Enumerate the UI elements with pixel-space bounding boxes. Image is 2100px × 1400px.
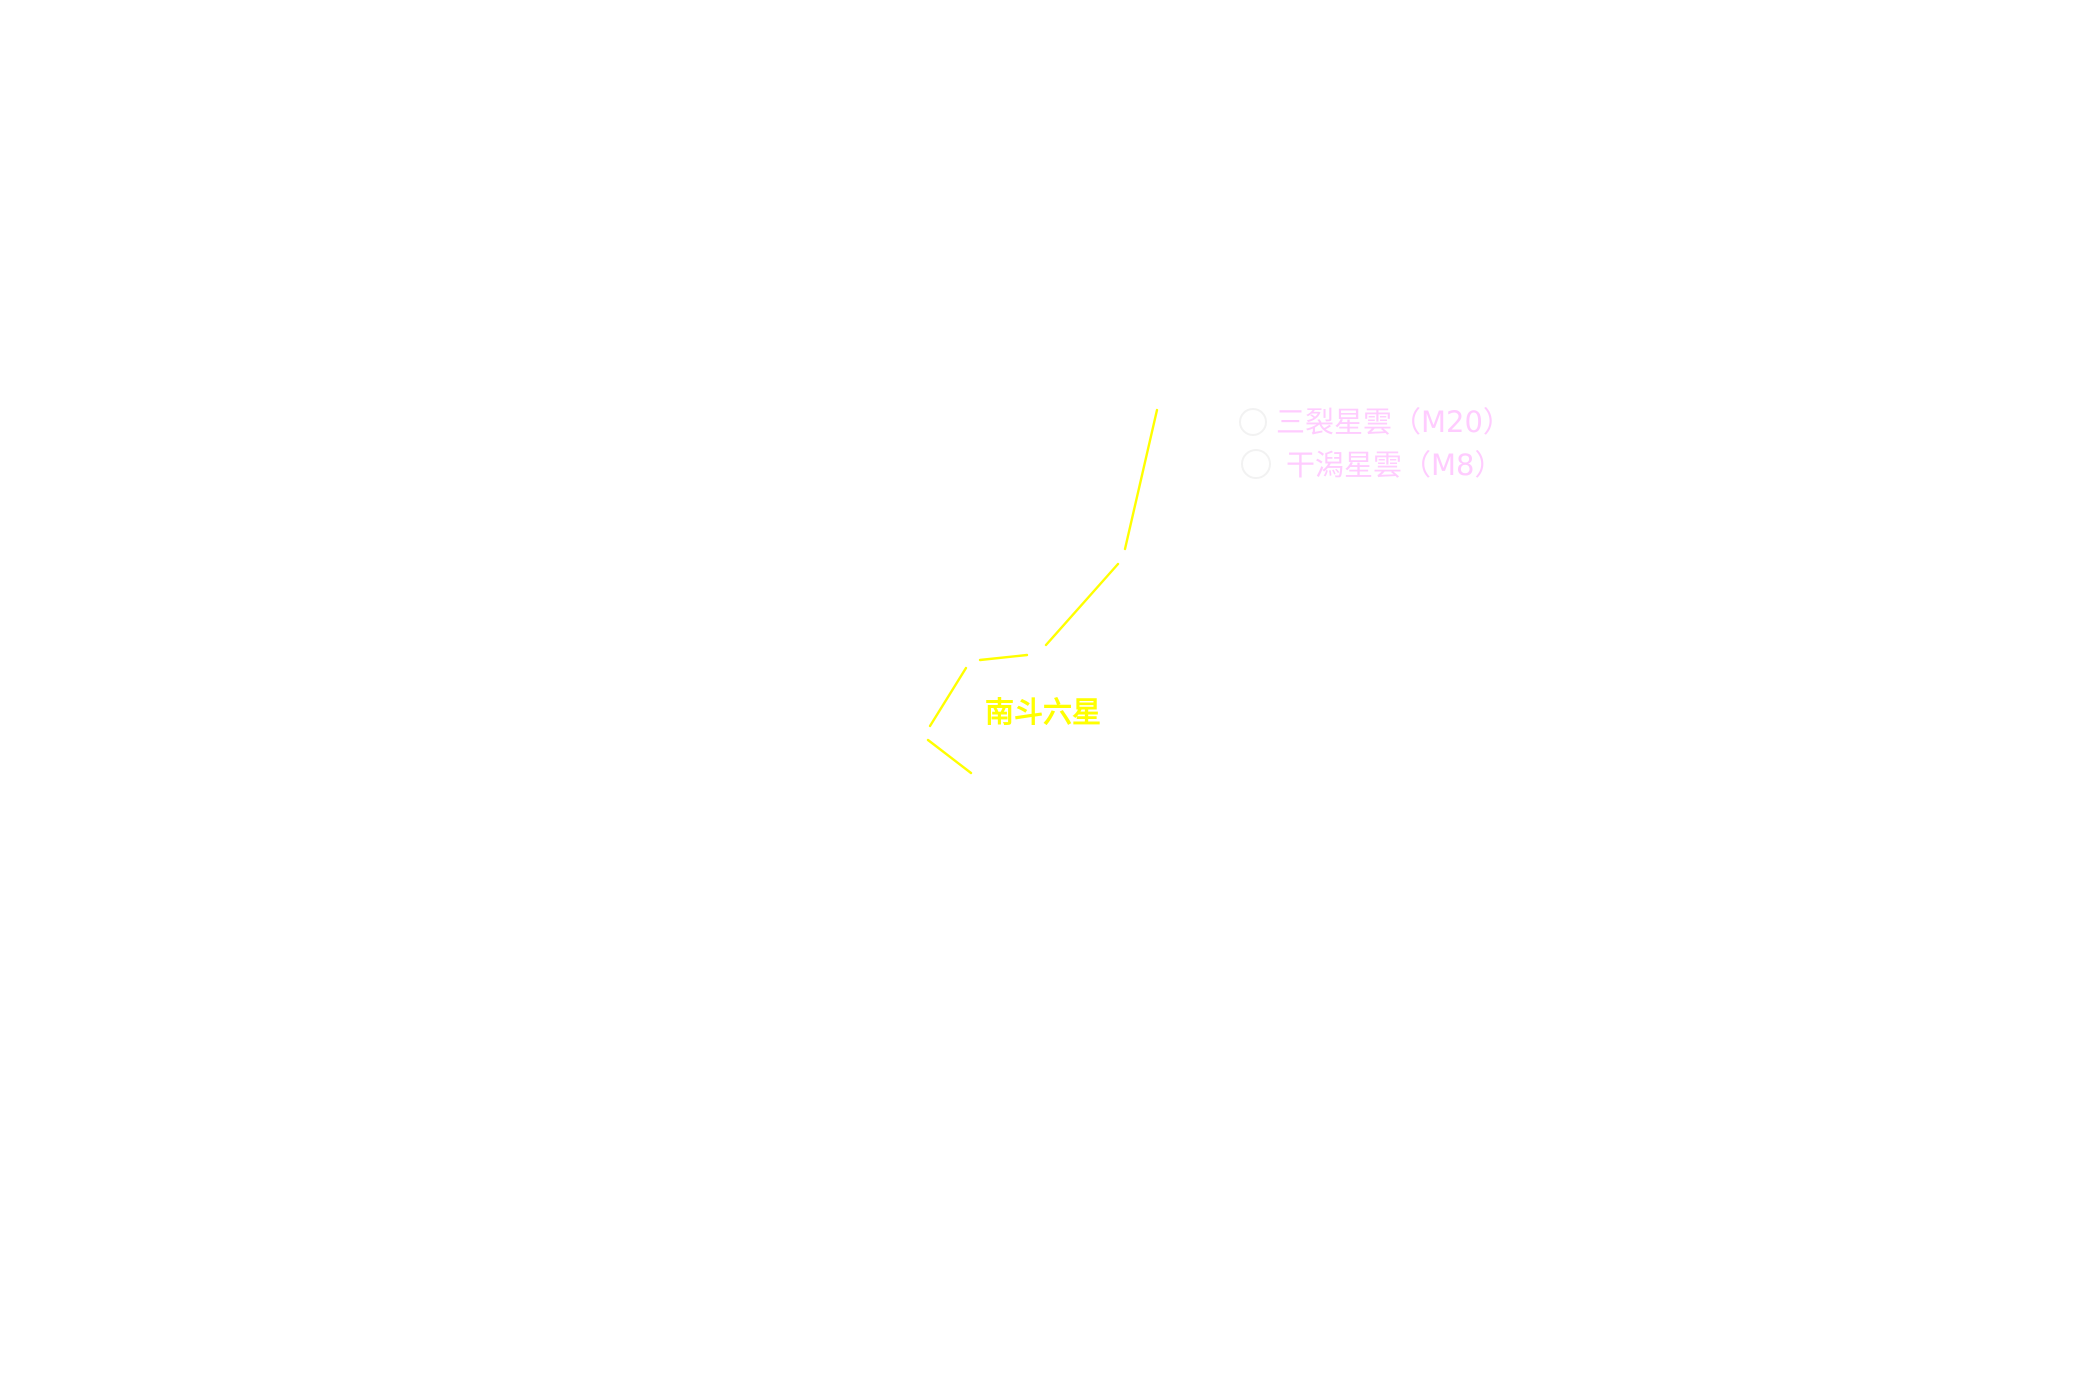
nebula-marker-icon xyxy=(1241,449,1271,479)
asterism-label: 南斗六星 xyxy=(985,695,1101,729)
asterism-segment xyxy=(978,653,1029,662)
nebula-marker-icon xyxy=(1239,408,1267,436)
asterism-lines xyxy=(926,408,1159,775)
nebula-label-m8: 干潟星雲（M8） xyxy=(1286,448,1503,482)
asterism-segment xyxy=(926,738,973,775)
asterism-segment xyxy=(1044,562,1120,647)
nebula-m20: 三裂星雲（M20） xyxy=(1239,405,1512,439)
asterism-segment xyxy=(928,666,968,728)
nebula-label-m20: 三裂星雲（M20） xyxy=(1276,405,1512,439)
nebula-m8: 干潟星雲（M8） xyxy=(1241,448,1503,482)
asterism-segment xyxy=(1123,408,1159,551)
